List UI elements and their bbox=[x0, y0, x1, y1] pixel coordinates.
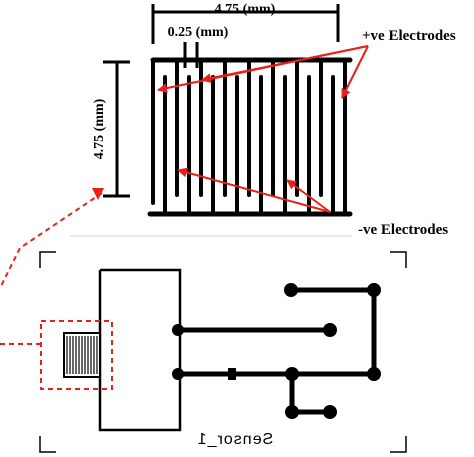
trace-contact-pads bbox=[172, 283, 381, 419]
sensing-callout-arrowhead bbox=[92, 188, 104, 200]
positive-electrodes-label: +ve Electrodes bbox=[362, 28, 456, 44]
positive-electrode-callouts bbox=[157, 45, 369, 99]
positive-fingers bbox=[175, 58, 323, 197]
sensor-name-text: Sensor_1 bbox=[197, 431, 274, 448]
board-corner-marks bbox=[39, 251, 407, 453]
height-dimension-label: 4.75 (mm) bbox=[92, 98, 107, 159]
negative-fingers bbox=[163, 75, 335, 216]
width-dimension: 4.75 (mm) bbox=[151, 2, 340, 44]
negative-electrode-callouts bbox=[177, 167, 331, 213]
gap-dimension-label: 0.25 (mm) bbox=[168, 25, 229, 40]
sensor-traces bbox=[175, 287, 377, 415]
sensor-name-mirrored: Sensor_1 bbox=[197, 431, 274, 448]
gap-dimension: 0.25 (mm) bbox=[168, 25, 229, 68]
sensing-area bbox=[63, 332, 101, 378]
width-dimension-label: 4.75 (mm) bbox=[215, 2, 276, 17]
sensor-pad-outline bbox=[98, 268, 182, 432]
interdigitated-electrodes bbox=[147, 57, 353, 217]
sensing-area-callout bbox=[0, 192, 113, 390]
height-dimension: 4.75 (mm) bbox=[92, 60, 130, 198]
negative-electrodes-label: -ve Electrodes bbox=[358, 222, 448, 238]
